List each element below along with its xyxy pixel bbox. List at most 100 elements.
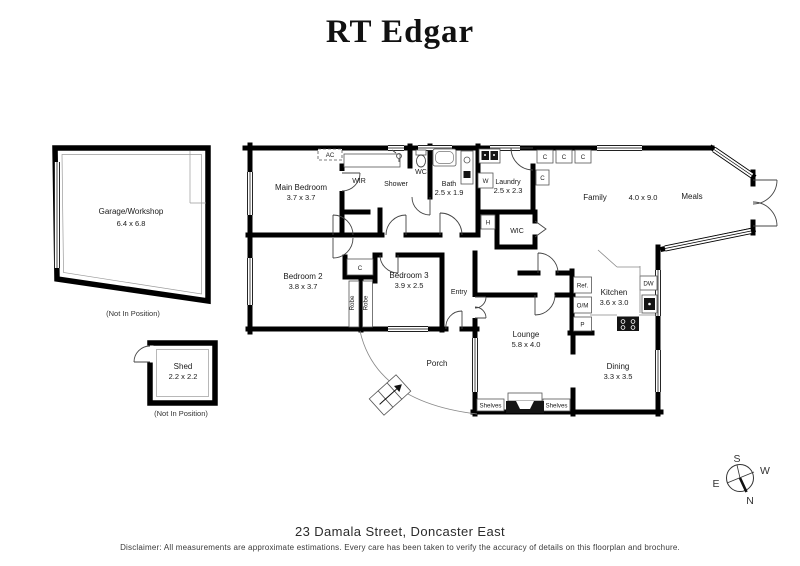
heater-box [480, 214, 496, 230]
shower-head-icon [391, 149, 402, 162]
porch-steps [368, 374, 412, 416]
windows [54, 145, 754, 392]
robe-label: Robe [363, 295, 370, 310]
bedroom2-dims: 3.8 x 3.7 [289, 282, 318, 291]
pantry-box [573, 316, 592, 332]
bedroom2-label: Bedroom 2 [283, 272, 323, 281]
shelves-label: Shelves [479, 403, 501, 410]
compass-south: S [733, 453, 740, 465]
wic-bifold-door [534, 220, 547, 238]
lounge-dims: 5.8 x 4.0 [512, 340, 541, 349]
cooktop-icon [617, 316, 639, 331]
garage-note: (Not In Position) [106, 309, 160, 318]
entry-lounge-door-a [474, 296, 487, 309]
bedroom3-label: Bedroom 3 [389, 271, 429, 280]
shower-door [385, 214, 407, 236]
bedroom2-door [332, 237, 354, 259]
bath-dims: 2.5 x 1.9 [435, 188, 464, 197]
wir-door [341, 172, 361, 192]
interior-walls [245, 143, 595, 417]
cupboard-label: C [543, 154, 548, 161]
wc-door [411, 196, 431, 216]
doors [332, 147, 778, 330]
main-bedroom-door [332, 214, 354, 236]
main-bedroom-label: Main Bedroom [275, 183, 327, 192]
robe-bedroom2 [348, 280, 360, 328]
laundry-door [510, 147, 534, 171]
wc-label: WC [415, 169, 427, 176]
lounge-label: Lounge [513, 330, 540, 339]
bath-vanity [460, 150, 474, 185]
porch-label: Porch [427, 359, 448, 368]
shelves-left-box [476, 398, 505, 412]
family-hall-door [537, 252, 559, 274]
cupboard-label: C [540, 175, 545, 182]
cupboard-label: C [581, 154, 586, 161]
fireplace [506, 392, 544, 413]
oven-microwave-box [573, 296, 592, 314]
bedroom3-dims: 3.9 x 2.5 [395, 281, 424, 290]
bedroom3-door [379, 254, 399, 274]
oven-microwave-label: O/M [577, 303, 589, 310]
front-door [445, 310, 463, 330]
room-labels: Garage/Workshop 6.4 x 6.8 (Not In Positi… [99, 169, 703, 418]
wic-label: WIC [510, 228, 524, 235]
washer-box [477, 172, 494, 189]
fridge-box [573, 276, 592, 294]
cupboard-box [535, 169, 550, 186]
brand-logo: RT Edgar [325, 14, 475, 50]
bath-door [439, 212, 463, 236]
family-label: Family [583, 193, 607, 202]
ac-label: AC [326, 152, 335, 159]
cupboard-label: C [358, 265, 363, 272]
laundry-trough [478, 148, 501, 164]
lounge-door [534, 294, 556, 316]
ac-unit [317, 148, 343, 161]
main-bedroom-dims: 3.7 x 3.7 [287, 193, 316, 202]
fixture-labels: AC W H C C C C C Robe Robe Ref. O/M P DW… [326, 152, 654, 410]
laundry-dims: 2.5 x 2.3 [494, 186, 523, 195]
shed-door [133, 345, 151, 363]
compass-west: W [760, 465, 770, 477]
fixtures [317, 148, 658, 413]
family-meals-dims: 4.0 x 9.0 [629, 193, 658, 202]
laundry-label: Laundry [495, 179, 521, 186]
kitchen-dims: 3.6 x 3.0 [600, 298, 629, 307]
kitchen-sink-icon [641, 294, 658, 314]
garage-label: Garage/Workshop [99, 207, 164, 216]
entry-label: Entry [451, 289, 468, 296]
cupboard-label: C [562, 154, 567, 161]
fridge-label: Ref. [577, 283, 589, 290]
bath-label: Bath [442, 181, 457, 188]
robe-label: Robe [349, 295, 356, 310]
heater-label: H [486, 220, 490, 227]
toilet-icon [415, 149, 427, 168]
shed-outline [133, 340, 218, 406]
meals-french-door-a [752, 179, 778, 205]
washer-label: W [483, 178, 489, 185]
garage-dims: 6.4 x 6.8 [117, 219, 146, 228]
kitchen-bench [590, 249, 658, 316]
dining-label: Dining [607, 362, 630, 371]
property-address: 23 Damala Street, Doncaster East [294, 524, 506, 539]
compass: S W E N [712, 453, 770, 507]
disclaimer-text: Disclaimer: All measurements are approxi… [120, 543, 680, 552]
compass-north: N [746, 495, 754, 507]
dishwasher-label: DW [643, 281, 653, 288]
shelves-label: Shelves [545, 403, 567, 410]
cupboard-box [574, 149, 592, 164]
compass-east: E [712, 478, 719, 490]
cupboard-box [536, 149, 554, 164]
shed-note: (Not In Position) [154, 409, 208, 418]
meals-label: Meals [681, 192, 702, 201]
shed-dims: 2.2 x 2.2 [169, 372, 198, 381]
wir-label: WIR [352, 178, 366, 185]
robe-bedroom3 [362, 280, 373, 328]
shed-label: Shed [174, 362, 193, 371]
meals-french-door-b [752, 201, 778, 227]
shower-label: Shower [384, 181, 408, 188]
dining-dims: 3.3 x 3.5 [604, 372, 633, 381]
entry-lounge-door-b [474, 306, 487, 319]
main-bedroom-robe [343, 153, 401, 168]
